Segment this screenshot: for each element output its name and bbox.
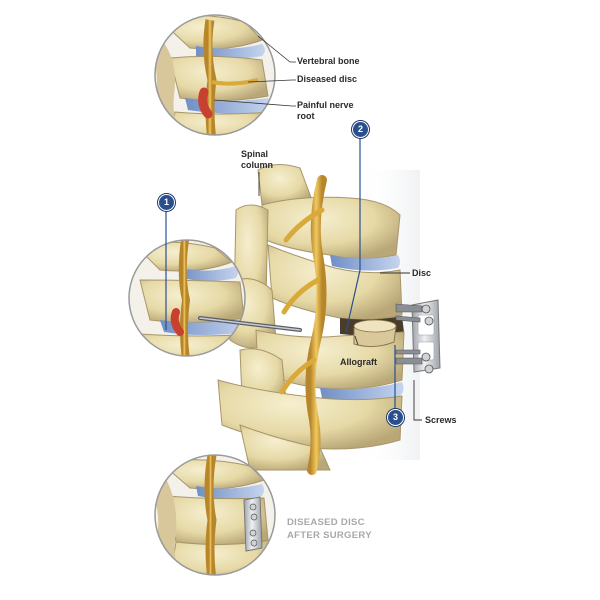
- label-painful-nerve-root-line1: Painful nerve: [297, 100, 354, 110]
- surgical-instrument: [198, 316, 302, 332]
- step-badge-3: 3: [387, 409, 404, 426]
- caption-line2: AFTER SURGERY: [287, 530, 372, 541]
- label-spinal-column-line2: column: [241, 160, 274, 170]
- step-badge-1: 1: [158, 194, 175, 211]
- fixation-plate: [395, 299, 441, 374]
- label-screws: Screws: [425, 415, 457, 425]
- label-spinal-column-line1: Spinal: [241, 149, 269, 159]
- step-badge-2: 2: [352, 121, 369, 138]
- middle-detail-inset: [128, 239, 246, 357]
- label-disc: Disc: [412, 268, 432, 278]
- main-leader-lines: [165, 136, 422, 421]
- label-painful-nerve-root-line2: root: [297, 111, 315, 121]
- top-leader-lines: [213, 35, 296, 107]
- caption-line1: DISEASED DISC: [287, 517, 365, 528]
- top-detail-inset: [154, 14, 276, 136]
- label-diseased-disc: Diseased disc: [297, 74, 358, 84]
- label-allograft: Allograft: [340, 357, 377, 367]
- label-vertebral-bone: Vertebral bone: [297, 56, 360, 66]
